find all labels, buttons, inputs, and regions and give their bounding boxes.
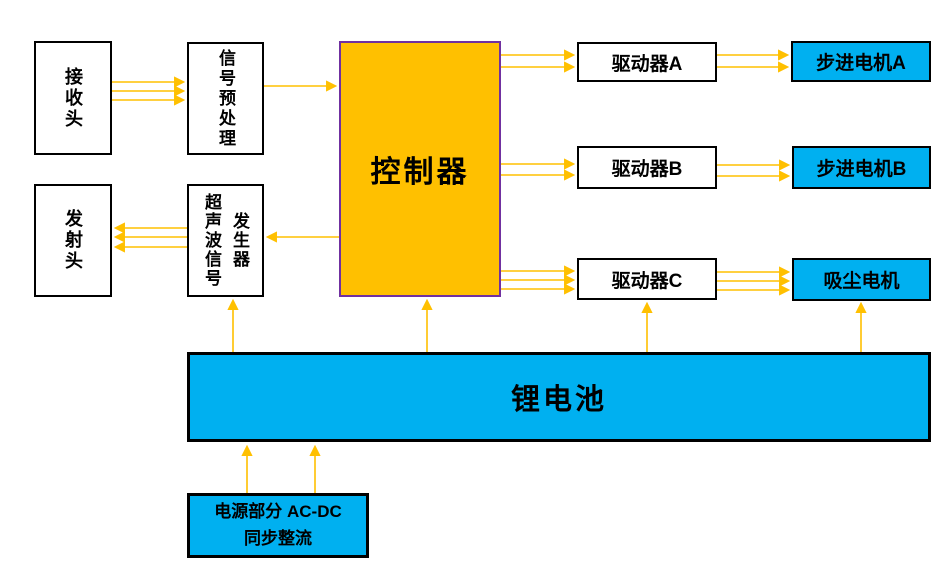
block-transmitter-label: 发射头 xyxy=(63,209,83,272)
block-signal-preprocess-label: 信号预处理 xyxy=(216,48,235,149)
block-ultrasonic-generator-label-col1: 超声波信号 xyxy=(202,193,221,288)
arrows-controller-to-driver-c xyxy=(501,265,576,295)
block-transmitter: 发射头 xyxy=(34,184,112,297)
arrows-receiver-to-preprocess xyxy=(112,76,186,106)
block-receiver: 接收头 xyxy=(34,41,112,155)
block-power-supply-label-line1: 电源部分 AC-DC xyxy=(214,502,342,522)
arrows-driver-a-to-stepper-a xyxy=(717,49,790,73)
arrows-battery-outputs xyxy=(227,298,867,352)
block-battery: 锂电池 xyxy=(187,352,931,442)
block-vacuum-motor-label: 吸尘电机 xyxy=(823,271,900,292)
arrows-controller-to-driver-b xyxy=(501,158,576,181)
arrows-driver-b-to-stepper-b xyxy=(717,159,791,182)
block-battery-label: 锂电池 xyxy=(510,384,607,416)
block-ultrasonic-generator-label-col2: 发生器 xyxy=(230,212,249,269)
block-controller: 控制器 xyxy=(339,41,501,297)
arrows-driver-c-to-vacuum xyxy=(717,266,791,296)
block-ultrasonic-generator: 超声波信号 发生器 xyxy=(187,184,264,297)
block-driver-b-label: 驱动器B xyxy=(611,159,683,180)
arrows-ultrasonic-to-transmitter xyxy=(113,222,187,253)
block-driver-a-label: 驱动器A xyxy=(611,53,683,75)
block-stepper-motor-a: 步进电机A xyxy=(791,41,931,82)
block-signal-preprocess: 信号预处理 xyxy=(187,42,264,155)
block-vacuum-motor: 吸尘电机 xyxy=(792,258,931,301)
block-driver-a: 驱动器A xyxy=(577,42,717,82)
block-receiver-label: 接收头 xyxy=(63,66,83,130)
block-power-supply-label-line2: 同步整流 xyxy=(244,528,312,548)
block-driver-c: 驱动器C xyxy=(577,258,717,300)
arrows-controller-to-driver-a xyxy=(501,49,576,73)
block-stepper-motor-b-label: 步进电机B xyxy=(816,159,907,180)
block-power-supply: 电源部分 AC-DC 同步整流 xyxy=(187,493,369,558)
block-driver-b: 驱动器B xyxy=(577,146,717,189)
block-driver-c-label: 驱动器C xyxy=(611,270,683,292)
block-stepper-motor-a-label: 步进电机A xyxy=(816,53,906,74)
arrows-power-to-battery xyxy=(241,444,321,493)
block-stepper-motor-b: 步进电机B xyxy=(792,146,931,189)
block-controller-label: 控制器 xyxy=(370,156,470,189)
